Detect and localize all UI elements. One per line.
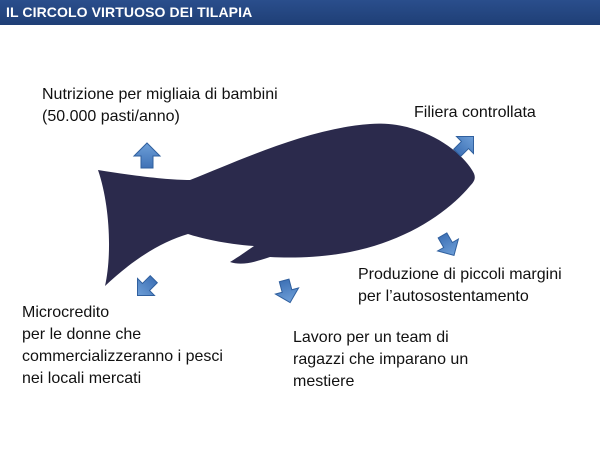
label-line: (50.000 pasti/anno) (42, 108, 180, 125)
label-microcredito: Microcredito per le donne che commercial… (22, 302, 223, 390)
arrow-filiera-icon (452, 136, 474, 158)
label-line: Nutrizione per migliaia di bambini (42, 86, 278, 103)
label-line: Microcredito (22, 304, 110, 321)
label-line: nei locali mercati (22, 370, 142, 387)
label-line: commercializzeranno i pesci (22, 348, 223, 365)
arrow-nutrizione-icon (132, 142, 162, 169)
arrow-produzione-icon (436, 232, 460, 257)
arrow-lavoro-icon (274, 278, 300, 304)
label-filiera: Filiera controllata (414, 102, 536, 124)
label-produzione: Produzione di piccoli margini per l’auto… (358, 264, 562, 308)
label-line: Filiera controllata (414, 104, 536, 121)
title-bar: IL CIRCOLO VIRTUOSO DEI TILAPIA (0, 0, 600, 25)
label-line: mestiere (293, 373, 355, 390)
label-line: Lavoro per un team di (293, 329, 449, 346)
fish-silhouette-icon (98, 123, 475, 287)
arrow-microcredito-icon (137, 274, 159, 296)
label-line: ragazzi che imparano un (293, 351, 469, 368)
label-line: Produzione di piccoli margini (358, 266, 562, 283)
label-nutrizione: Nutrizione per migliaia di bambini (50.0… (42, 84, 278, 128)
label-line: per le donne che (22, 326, 142, 343)
label-lavoro: Lavoro per un team di ragazzi che impara… (293, 327, 468, 393)
slide-title: IL CIRCOLO VIRTUOSO DEI TILAPIA (6, 4, 253, 20)
label-line: per l’autosostentamento (358, 288, 529, 305)
